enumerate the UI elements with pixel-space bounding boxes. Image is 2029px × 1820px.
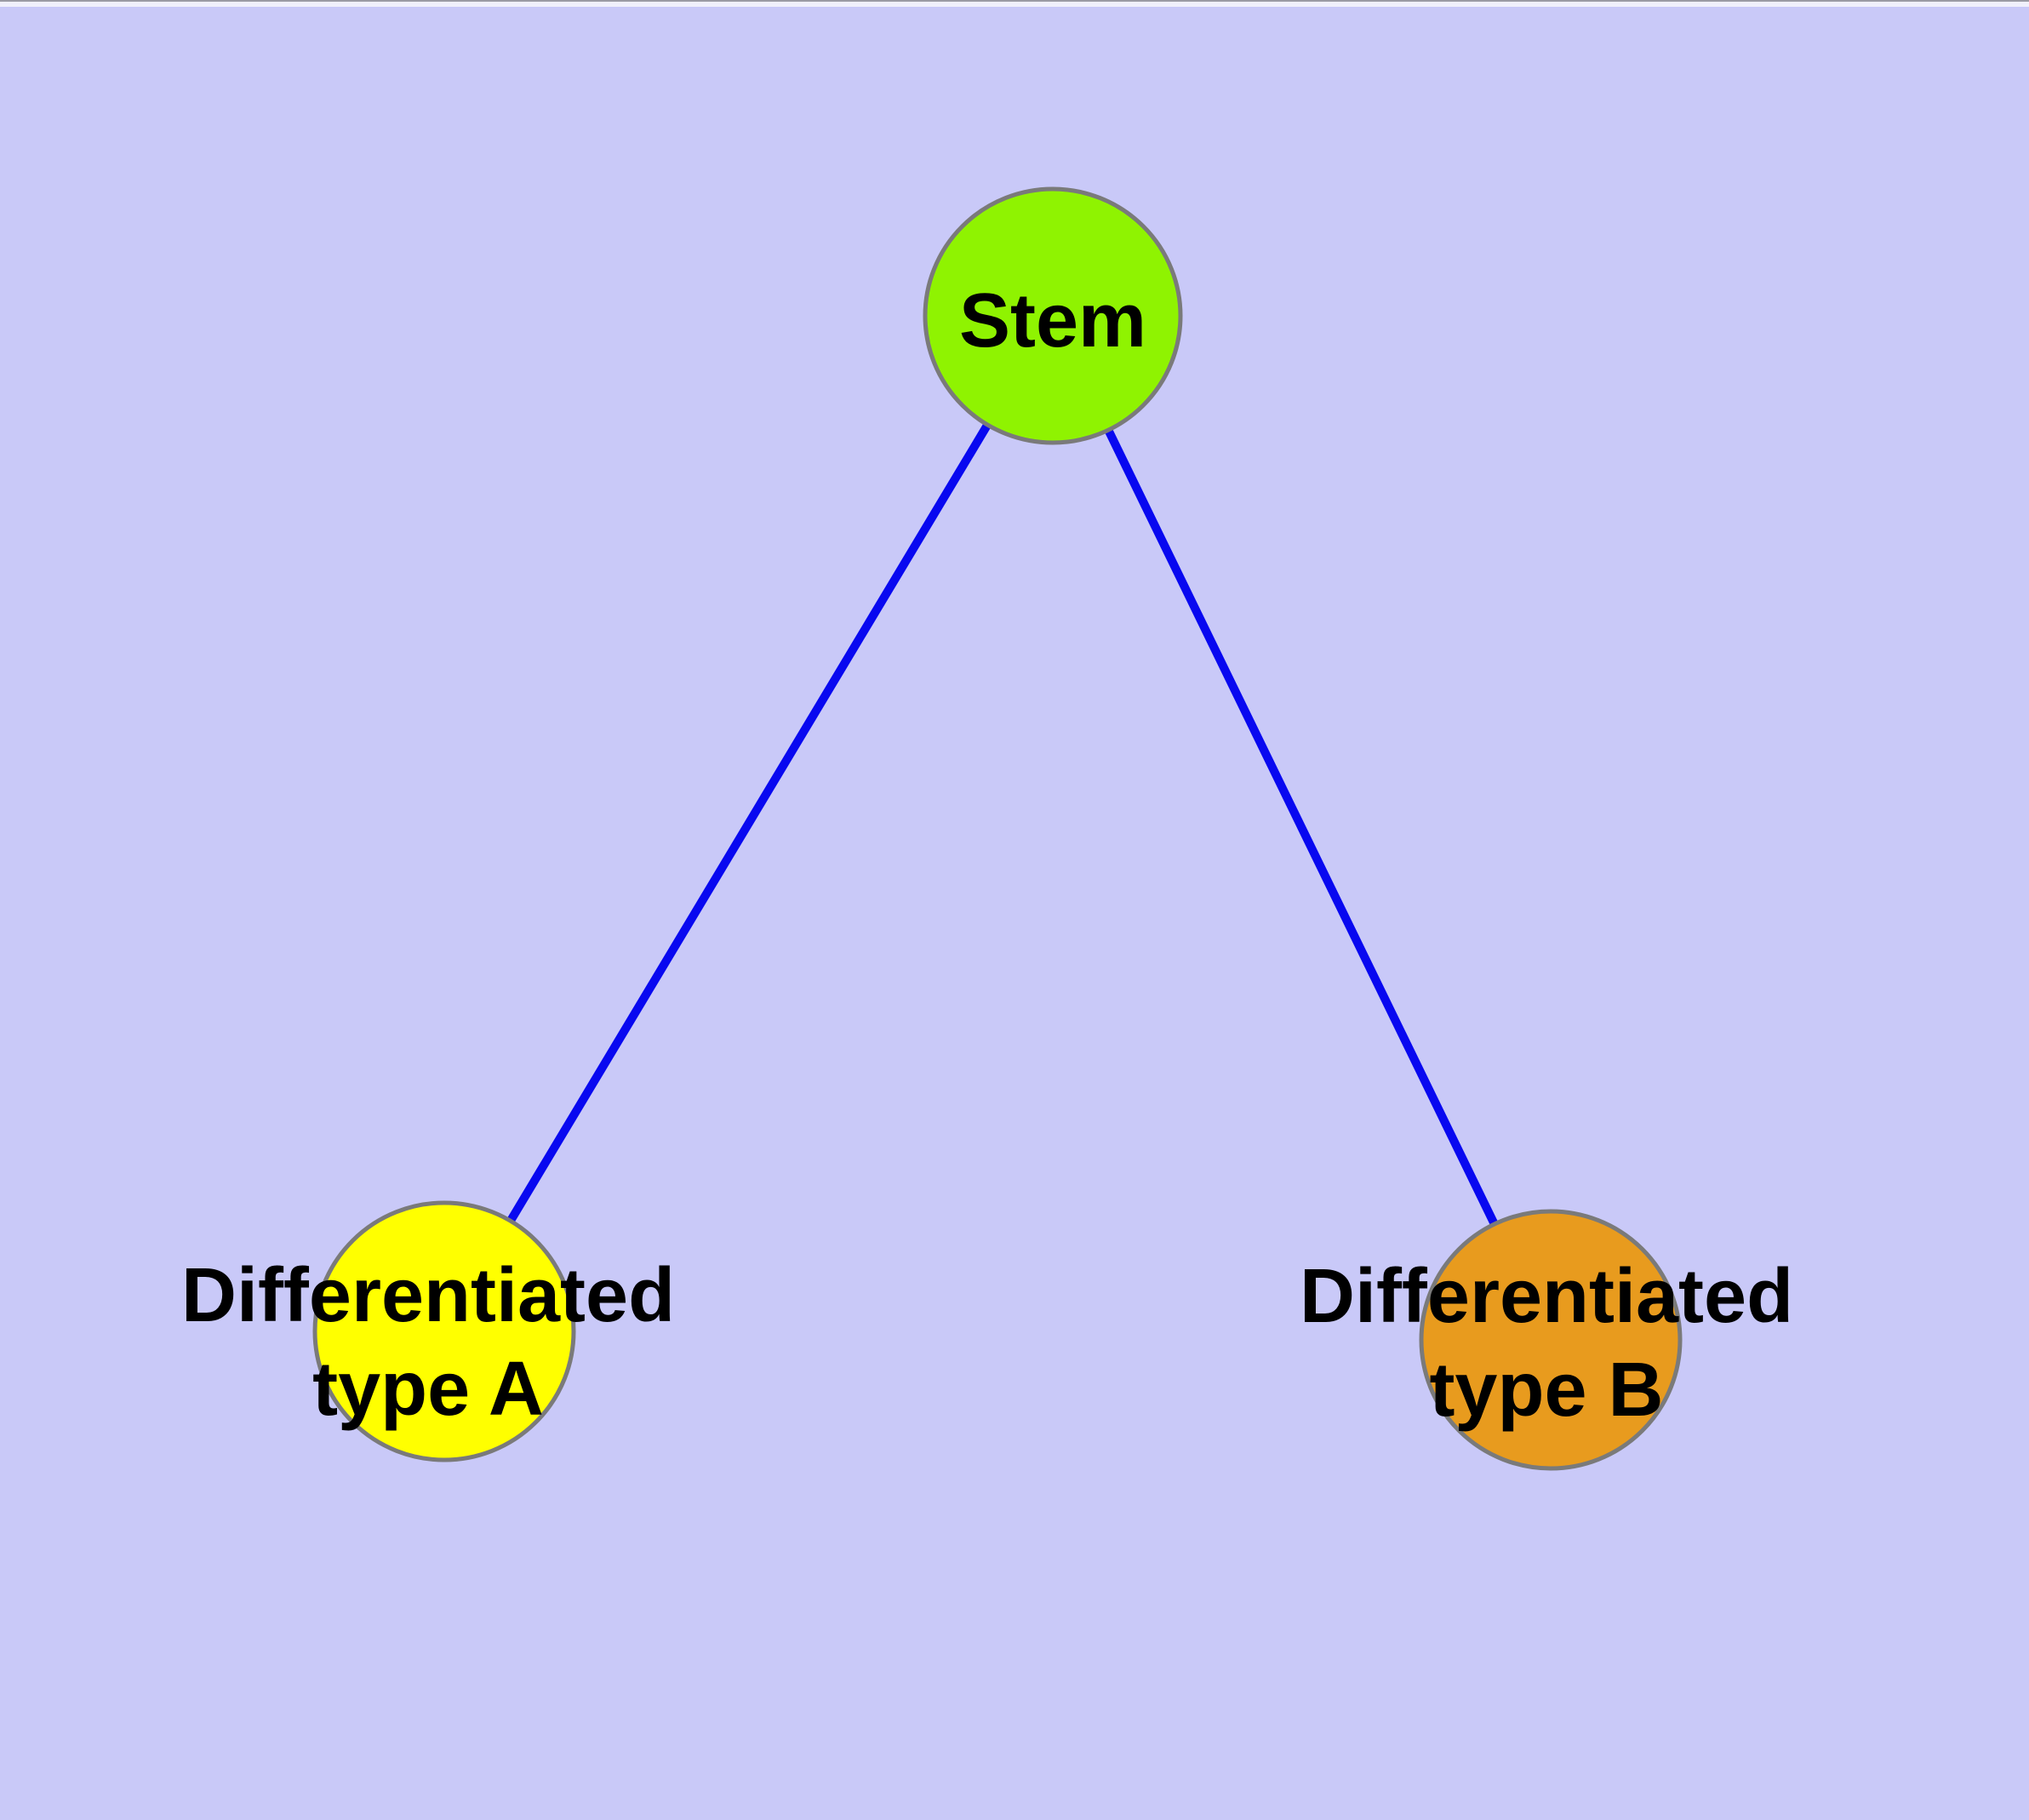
node-label-type-b-line2: type B [1429, 1348, 1664, 1433]
node-differentiated-type-a[interactable] [312, 1200, 576, 1462]
canvas-top-edge [0, 0, 2029, 7]
node-label-differentiated-type-b: Differentiated type B [1300, 1250, 1793, 1437]
node-label-type-b-line1: Differentiated [1299, 1254, 1794, 1339]
node-differentiated-type-b[interactable] [1419, 1209, 1683, 1471]
edge-stem-to-type-b [1049, 313, 1555, 1342]
node-label-type-a-line1: Differentiated [180, 1253, 676, 1338]
node-label-differentiated-type-a: Differentiated type A [181, 1249, 675, 1436]
node-label-stem: Stem [958, 278, 1147, 363]
edge-stem-to-type-a [440, 313, 1057, 1334]
node-label-type-a-line2: type A [312, 1347, 544, 1432]
node-stem[interactable] [923, 186, 1183, 445]
